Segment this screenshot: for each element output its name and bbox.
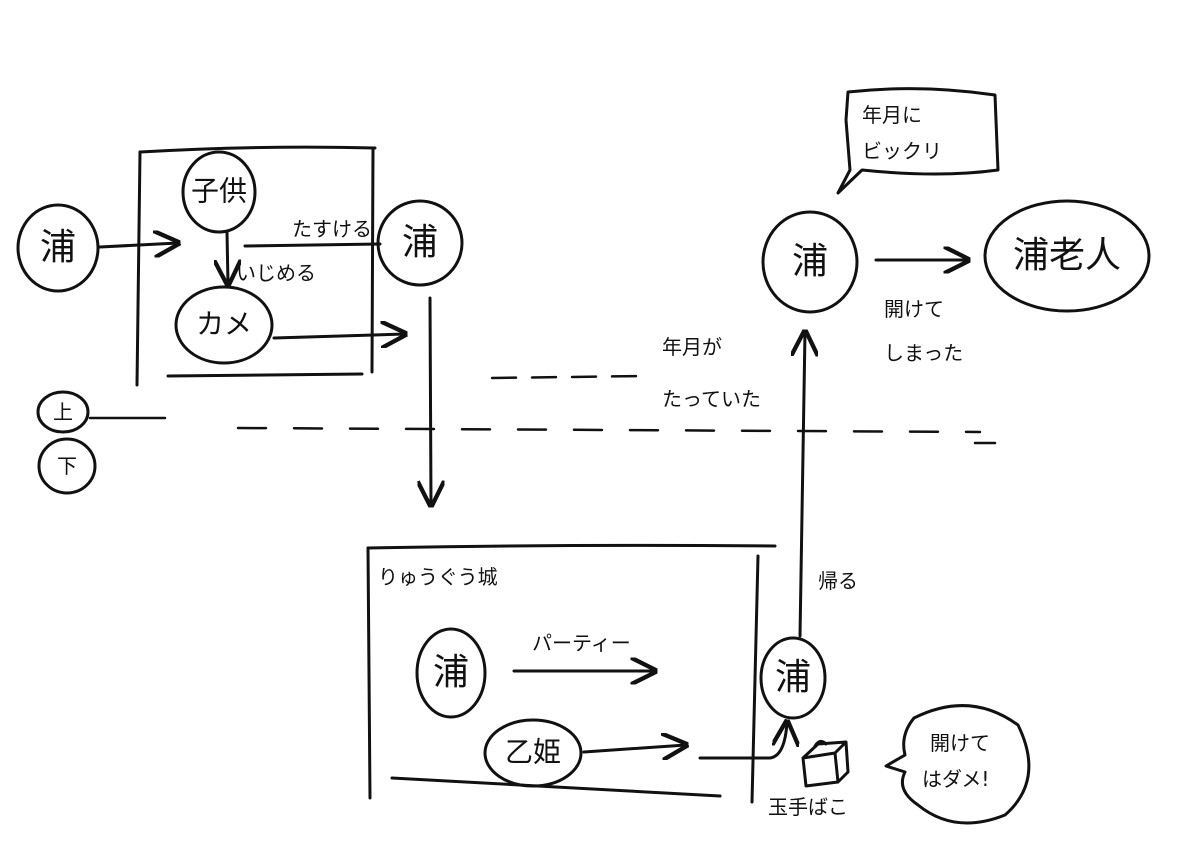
surprise-bubble	[836, 87, 1000, 195]
surface-line-dashed	[236, 426, 982, 434]
urashima-start-label: 浦	[39, 227, 77, 269]
node-turtle	[174, 285, 274, 365]
time-line-dashed	[490, 374, 647, 380]
opened-line2: しまった	[884, 341, 964, 365]
node-below	[37, 437, 97, 495]
arrow-down-to-sea	[430, 296, 431, 505]
land-box-bottom	[166, 372, 364, 378]
arrow-return-up	[800, 332, 805, 638]
years-passed-line1: 年月が	[662, 335, 722, 359]
arrow-gift-to-return	[698, 722, 787, 760]
ryugu-box-top	[366, 543, 777, 550]
node-child	[181, 150, 257, 234]
opened-line1: 開けて	[884, 297, 944, 321]
old-man-label: 浦老人	[1012, 235, 1122, 277]
land-box-top	[138, 145, 377, 154]
otohime-label: 乙姫	[504, 735, 562, 769]
above-label: 上	[53, 400, 73, 424]
gift-box-icon	[801, 739, 850, 788]
party-label: パーティー	[532, 631, 631, 655]
surprise-line1: 年月に	[862, 103, 922, 127]
urashima-shore-label: 浦	[791, 241, 829, 283]
ryugu-box-left	[366, 546, 372, 800]
surprise-line2: ビックリ	[862, 139, 942, 163]
dont-open-bubble	[884, 704, 1031, 825]
arrow-child-bully	[227, 230, 228, 284]
dont-open-line1: 開けて	[930, 731, 990, 755]
arrow-help	[243, 242, 382, 248]
land-box-right	[370, 146, 375, 374]
years-passed-line2: たっていた	[662, 387, 761, 411]
node-old-man	[983, 199, 1151, 313]
node-urashima-ryugu	[415, 627, 487, 719]
ryugu-box-right	[750, 554, 760, 804]
ryugu-box-bottom	[390, 776, 722, 798]
ryugu-castle-label: りゅうぐう城	[378, 565, 498, 589]
urashima-ryugu-label: 浦	[432, 652, 470, 694]
turtle-label: カメ	[195, 307, 253, 341]
gift-label: 玉手ばこ	[768, 795, 848, 819]
arrow-turtle-out	[272, 334, 405, 338]
urashima-return-label: 浦	[774, 657, 812, 699]
node-urashima-start	[16, 203, 100, 293]
urashima-saves-label: 浦	[401, 222, 439, 264]
bully-label: いじめる	[236, 261, 316, 285]
node-above	[36, 390, 90, 434]
node-urashima-return	[759, 636, 827, 720]
dont-open-line2: はダメ!	[922, 767, 990, 791]
child-label: 子供	[190, 174, 248, 208]
arrow-start-to-land	[98, 243, 178, 247]
node-urashima-shore	[761, 210, 859, 314]
land-box-left	[135, 150, 142, 387]
return-home-label: 帰る	[818, 569, 858, 593]
help-label: たすける	[292, 217, 372, 241]
arrow-otohime-out	[582, 745, 686, 752]
below-label: 下	[57, 454, 77, 478]
node-otohime	[483, 718, 583, 788]
